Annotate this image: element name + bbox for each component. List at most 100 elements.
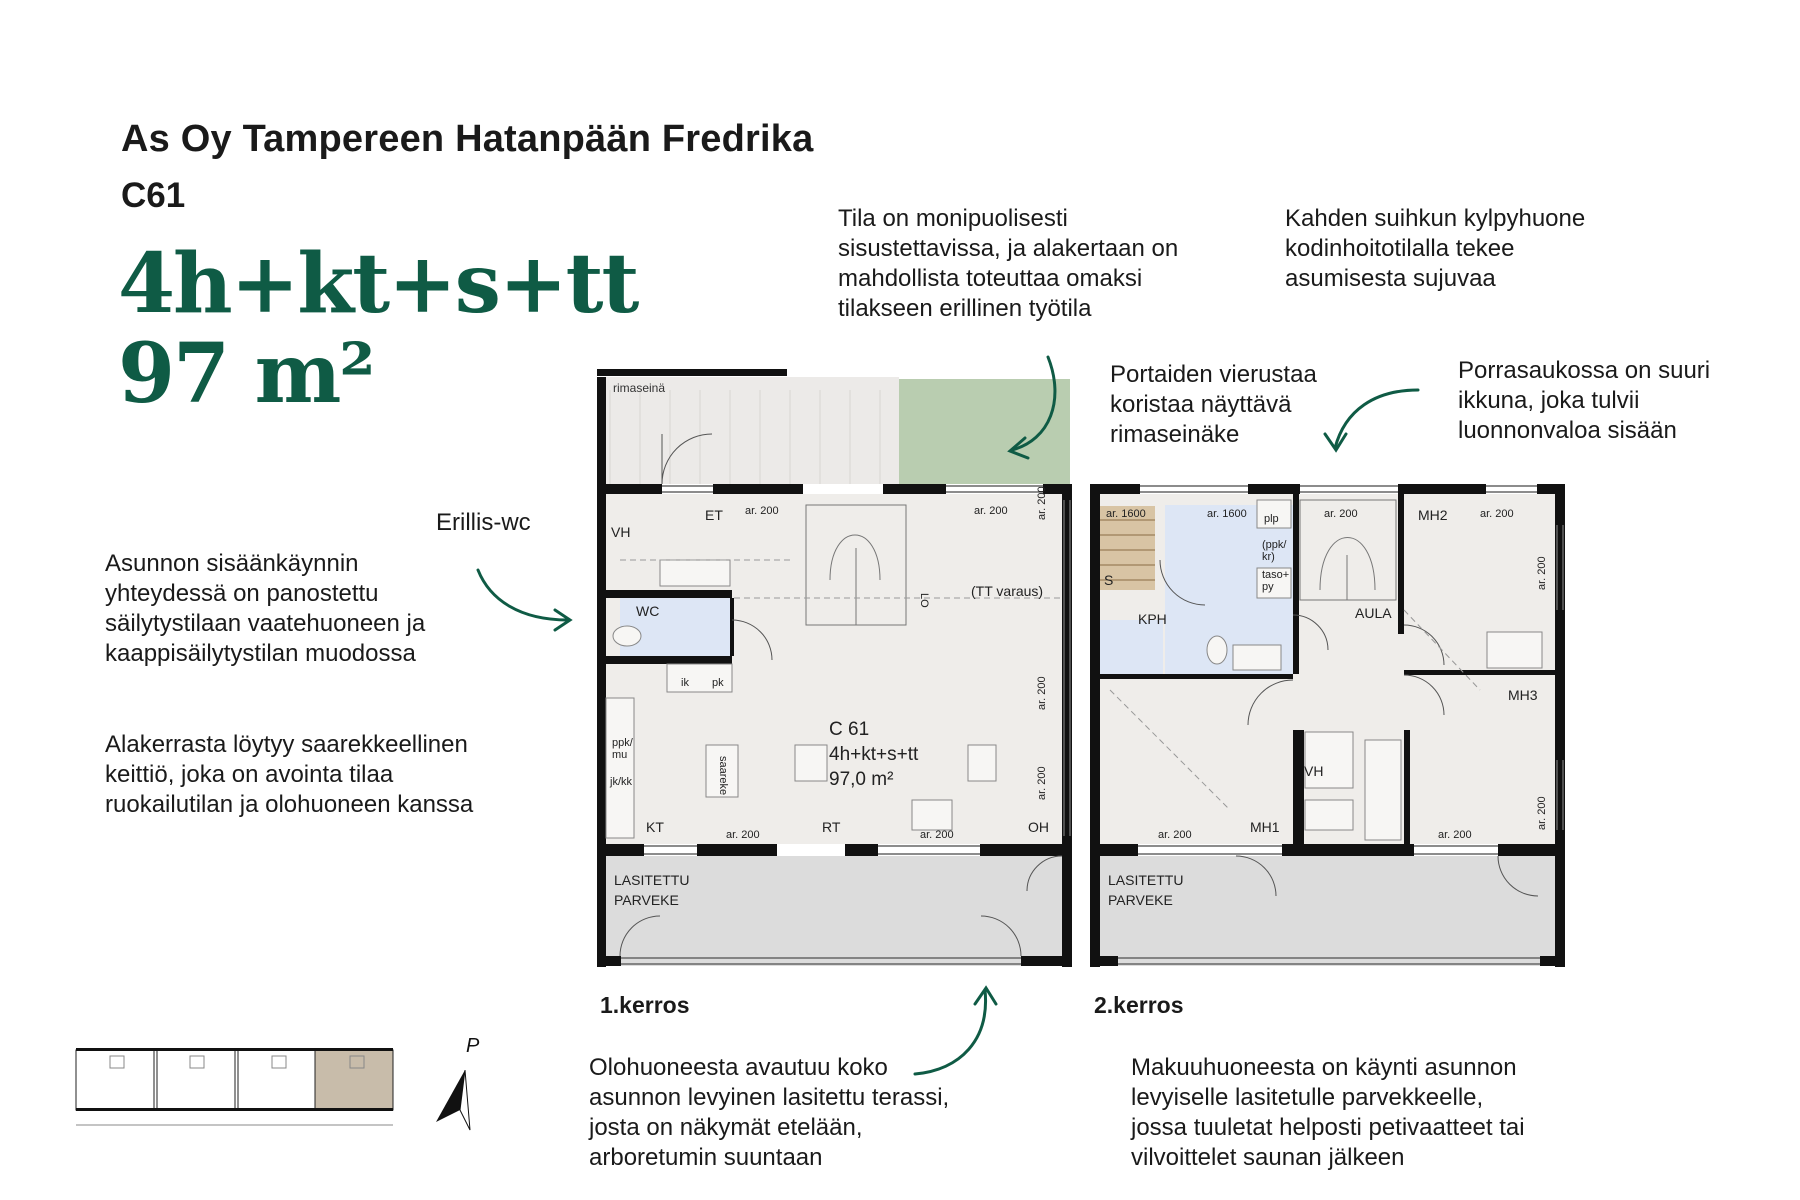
- label-taso: taso+py: [1262, 569, 1289, 593]
- label-ar200-j: ar. 200: [1158, 829, 1192, 841]
- label-ar200-k: ar. 200: [1438, 829, 1472, 841]
- label-apt-id: C 61: [829, 719, 869, 740]
- label-ppk: ppk/mu: [612, 737, 634, 761]
- label-et: ET: [705, 507, 723, 523]
- note-terrace: Olohuoneesta avautuu koko asunnon levyin…: [589, 1054, 950, 1171]
- label-vh2: VH: [1304, 763, 1323, 779]
- floor-1-labels: VH ET WC ar. 200 ar. 200 (TT varaus) LO …: [609, 486, 1049, 908]
- second-floor-plan: ar. 1600 ar. 1600 S KPH plp (ppk/kr) tas…: [1090, 484, 1565, 967]
- label-balcony-1b: PARVEKE: [614, 892, 679, 908]
- arrow-window-head: [1323, 432, 1348, 453]
- floor-2-walls: [1090, 484, 1565, 967]
- label-ar200-d: ar. 200: [920, 829, 954, 841]
- label-apt-type: 4h+kt+s+tt: [829, 744, 919, 765]
- label-ik: ik: [681, 677, 689, 689]
- note-entrance: Asunnon sisäänkäynnin yhteydessä on pano…: [105, 550, 426, 667]
- floor-1-furniture: [605, 559, 997, 839]
- label-mh3: MH3: [1508, 687, 1538, 703]
- floor-2-dashed-lines: [1109, 609, 1481, 811]
- floor-label-2: 2.kerros: [1094, 992, 1184, 1018]
- label-vh: VH: [611, 524, 630, 540]
- arrow-window: [1333, 388, 1420, 450]
- label-plp: plp: [1264, 513, 1279, 525]
- apartment-code: C61: [121, 176, 186, 215]
- label-ar1600-a: ar. 1600: [1106, 508, 1146, 520]
- label-kt: KT: [646, 819, 664, 835]
- annotation-arrows: [476, 355, 1420, 1076]
- highlighted-unit: [314, 1049, 394, 1111]
- floor-1-walls: [597, 377, 1072, 967]
- label-tt: (TT varaus): [971, 583, 1043, 599]
- arrow-wc: [476, 568, 570, 622]
- label-ar200-c: ar. 200: [726, 829, 760, 841]
- kph-room: [1100, 620, 1163, 675]
- note-bathroom: Kahden suihkun kylpyhuone kodinhoitotila…: [1285, 205, 1586, 292]
- label-ar200-i: ar. 200: [1480, 508, 1514, 520]
- note-window: Porrasaukossa on suuri ikkuna, joka tulv…: [1458, 357, 1711, 444]
- floor-2-labels: ar. 1600 ar. 1600 S KPH plp (ppk/kr) tas…: [1104, 507, 1548, 908]
- label-pk: pk: [712, 677, 724, 689]
- floor-2-doors: [1159, 559, 1539, 897]
- label-apt-area: 97,0 m²: [829, 769, 893, 790]
- floor-2-windows: [1118, 485, 1564, 965]
- floor-2-furniture: [1206, 499, 1543, 841]
- label-rimasein: rimaseinä: [613, 381, 665, 395]
- project-title: As Oy Tampereen Hatanpään Fredrika: [121, 118, 814, 160]
- apartment-type: 4h+kt+s+tt: [118, 236, 639, 332]
- balcony-1: [606, 856, 1062, 966]
- yard-area: [597, 377, 899, 484]
- label-wc: WC: [636, 603, 659, 619]
- arrow-wc-head: [553, 608, 573, 632]
- arrow-terrace-head: [973, 985, 998, 1006]
- note-work-space: Tila on monipuolisesti sisustettavissa, …: [838, 205, 1179, 322]
- label-saareke: saareke: [717, 756, 729, 795]
- label-s: S: [1104, 572, 1113, 588]
- label-balcony-2a: LASITETTU: [1108, 872, 1183, 888]
- label-ar200-l: ar. 200: [1536, 556, 1548, 590]
- label-ar200-f: ar. 200: [1036, 676, 1048, 710]
- label-ar200-b: ar. 200: [974, 505, 1008, 517]
- site-key-plan: [75, 1048, 394, 1126]
- compass-label: P: [466, 1035, 480, 1057]
- label-aula: AULA: [1355, 605, 1392, 621]
- note-kitchen: Alakerrasta löytyy saarekkeellinen keitt…: [105, 731, 474, 818]
- label-mh1: MH1: [1250, 819, 1280, 835]
- label-kph: KPH: [1138, 611, 1167, 627]
- label-mh2: MH2: [1418, 507, 1448, 523]
- label-balcony-1a: LASITETTU: [614, 872, 689, 888]
- label-ar200-e: ar. 200: [1036, 486, 1048, 520]
- label-ar200-g: ar. 200: [1036, 766, 1048, 800]
- first-floor-plan: rimaseinä: [597, 369, 1072, 967]
- note-balcony: Makuuhuoneesta on käynti asunnon levyise…: [1131, 1054, 1525, 1171]
- floor-2-stairs: [1299, 499, 1397, 601]
- label-ppkkr: (ppk/kr): [1262, 539, 1287, 563]
- balcony-2: [1100, 856, 1555, 966]
- fence: [597, 369, 787, 376]
- floor-1-dashed-lines: [620, 559, 1060, 599]
- floor-1-windows: [621, 485, 1071, 965]
- north-arrow-icon: [436, 1070, 465, 1122]
- label-balcony-2b: PARVEKE: [1108, 892, 1173, 908]
- label-lo: LO: [918, 593, 930, 608]
- compass: P: [436, 1035, 480, 1131]
- label-rt: RT: [822, 819, 841, 835]
- apartment-area: 97 m²: [118, 326, 375, 422]
- floor-label-1: 1.kerros: [600, 992, 690, 1018]
- arrow-garden: [1010, 355, 1057, 452]
- garden-area: [899, 379, 1070, 484]
- label-ar1600-b: ar. 1600: [1207, 508, 1247, 520]
- label-oh: OH: [1028, 819, 1049, 835]
- label-ar200-m: ar. 200: [1536, 796, 1548, 830]
- arrow-terrace: [913, 988, 988, 1076]
- label-ar200-a: ar. 200: [745, 505, 779, 517]
- arrow-garden-head: [1007, 436, 1030, 460]
- wc-room: [620, 598, 732, 656]
- slat-wall-pattern: [609, 390, 881, 484]
- note-stairs: Portaiden vierustaa koristaa näyttävä ri…: [1110, 361, 1317, 448]
- floor-1-stairs: [805, 504, 907, 626]
- floor-1-doors: [619, 433, 1063, 957]
- note-wc: Erillis-wc: [436, 509, 531, 536]
- sauna: [1100, 506, 1155, 590]
- label-jkk: jk/kk: [609, 776, 633, 788]
